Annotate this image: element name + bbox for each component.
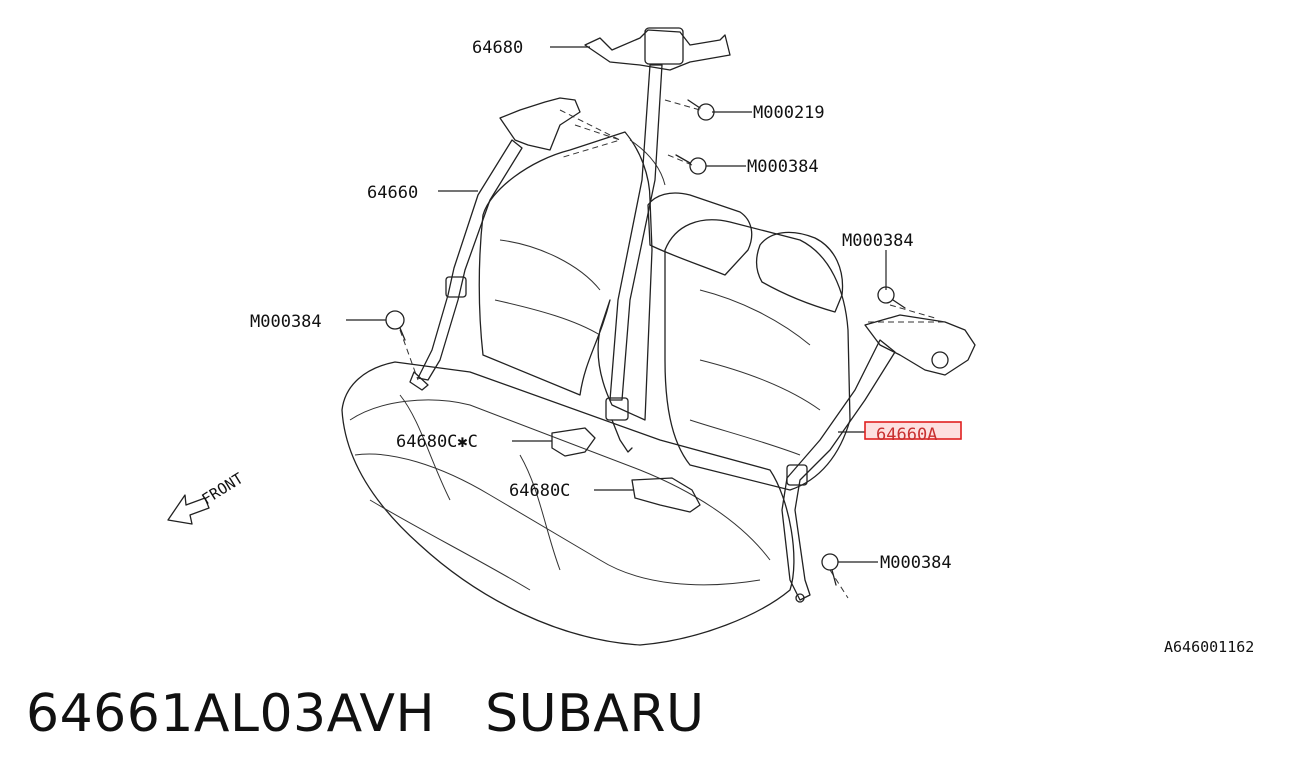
- label-64680: 64680: [472, 38, 523, 58]
- label-m000384-right: M000384: [842, 231, 914, 251]
- highlighted-part-64660a[interactable]: 64660A: [864, 421, 962, 445]
- front-label: FRONT: [199, 469, 247, 508]
- label-m000384-left: M000384: [250, 312, 322, 332]
- leader-lines: [346, 46, 887, 563]
- center-belt-assembly: [584, 27, 731, 453]
- part-labels: 64680 M000219 M000384 M000384 64660 M000…: [250, 38, 962, 573]
- brand-name: SUBARU: [485, 684, 705, 744]
- label-m000384-bottom: M000384: [880, 553, 952, 573]
- bolt-m000384-bottom: [821, 553, 839, 586]
- label-m000219: M000219: [753, 103, 825, 123]
- left-belt-assembly: [409, 97, 581, 391]
- bolt-m000384-right: [877, 286, 906, 309]
- label-m000384-top: M000384: [747, 157, 819, 177]
- bolt-m000219: [687, 99, 715, 121]
- label-64660: 64660: [367, 183, 418, 203]
- bolt-m000384-left: [385, 310, 406, 341]
- label-64680c: 64680C: [509, 481, 570, 501]
- front-arrow: FRONT: [167, 469, 247, 525]
- highlight-box: [864, 421, 962, 440]
- part-number: 64661AL03AVH: [26, 684, 436, 744]
- diagram-reference-code: A646001162: [1164, 638, 1254, 656]
- bolts: [385, 99, 906, 586]
- parts-diagram: FRONT 64680 M000219 M000384 M000384 6466…: [167, 27, 1254, 656]
- right-belt-assembly: [781, 314, 976, 603]
- label-64660a: 64660A: [876, 425, 937, 445]
- label-64680c-star: 64680C✱C: [396, 432, 478, 452]
- page-caption: 64661AL03AVH SUBARU: [26, 684, 705, 744]
- headrests: [647, 192, 844, 313]
- seat-back: [478, 131, 851, 491]
- buckles: [551, 427, 701, 513]
- seat-cushion: [341, 361, 795, 646]
